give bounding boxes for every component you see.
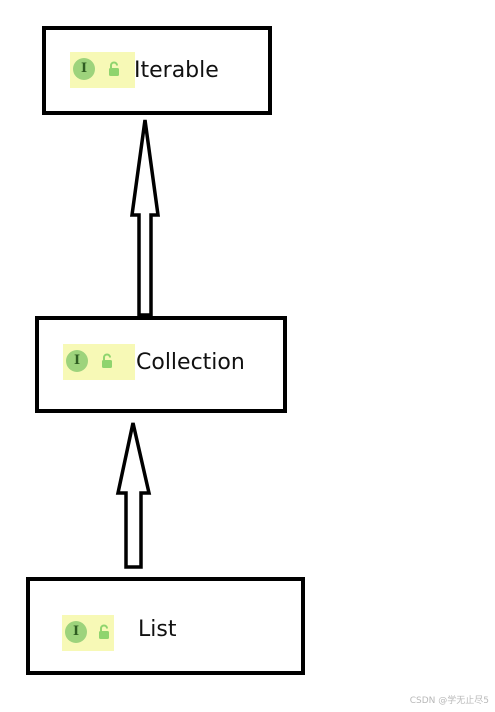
node-label-iterable: Iterable xyxy=(134,58,219,83)
interface-icon: I xyxy=(65,621,87,643)
arrow-collection-to-iterable xyxy=(129,119,161,317)
arrow-list-to-collection xyxy=(115,422,152,569)
node-label-list: List xyxy=(138,617,177,642)
icon-highlight: I xyxy=(62,615,114,651)
icon-highlight: I xyxy=(70,52,135,88)
icon-highlight: I xyxy=(63,344,135,380)
lock-open-icon xyxy=(102,353,112,368)
watermark: CSDN @学无止尽5 xyxy=(409,696,489,706)
interface-icon: I xyxy=(66,350,88,372)
iterable-node: I Iterable xyxy=(42,26,272,115)
interface-icon: I xyxy=(73,58,95,80)
lock-open-icon xyxy=(109,61,119,76)
lock-open-icon xyxy=(99,624,109,639)
collection-node: I Collection xyxy=(35,316,287,413)
node-label-collection: Collection xyxy=(136,350,245,375)
list-node: I List xyxy=(26,577,305,675)
